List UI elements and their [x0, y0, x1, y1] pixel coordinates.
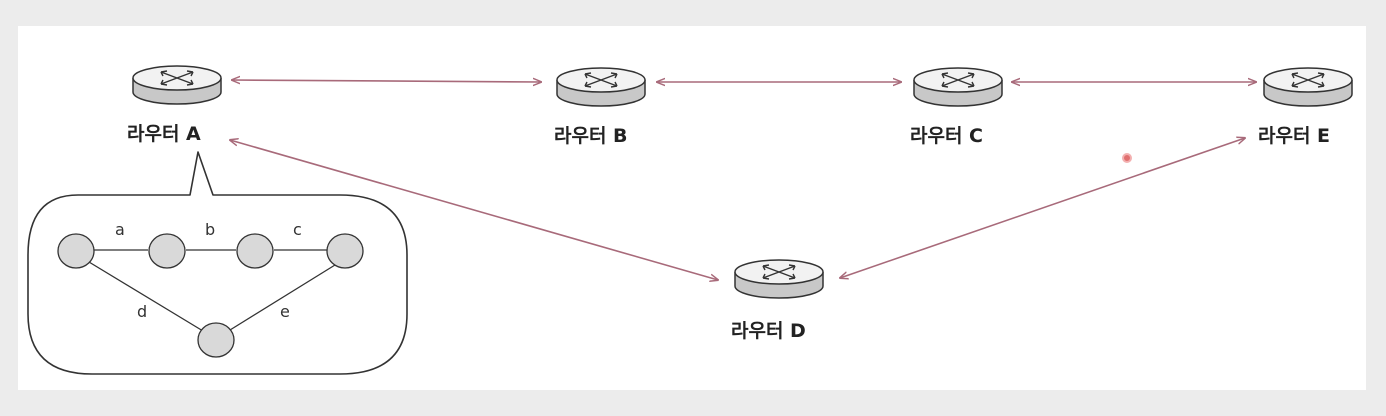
link-d-e: [840, 138, 1245, 278]
graph-edge-e: [229, 264, 336, 331]
graph-node: [197, 322, 235, 358]
graph-node: [57, 233, 95, 269]
links: [230, 80, 1256, 280]
link-a-b: [232, 80, 541, 82]
cursor-indicator: [1122, 153, 1132, 163]
router-a-icon: [132, 65, 222, 105]
edge-label-a: a: [115, 220, 125, 239]
callout-graph: [57, 233, 364, 358]
router-d-label: 라우터 D: [731, 320, 806, 342]
graph-node: [326, 233, 364, 269]
graph-node: [236, 233, 274, 269]
router-c-icon: [913, 67, 1003, 107]
graph-node: [148, 233, 186, 269]
edge-label-d: d: [137, 302, 148, 321]
router-d-icon: [734, 259, 824, 299]
router-e-icon: [1263, 67, 1353, 107]
graph-edge-d: [88, 261, 204, 332]
router-a-label: 라우터 A: [127, 123, 201, 145]
edge-label-c: c: [293, 220, 302, 239]
callout-bubble: [27, 151, 408, 375]
router-c-label: 라우터 C: [910, 125, 983, 147]
router-b-icon: [556, 67, 646, 107]
link-a-d: [230, 140, 718, 280]
router-e-label: 라우터 E: [1258, 125, 1331, 147]
edge-label-b: b: [205, 220, 216, 239]
router-b-label: 라우터 B: [554, 125, 628, 147]
edge-label-e: e: [280, 302, 290, 321]
